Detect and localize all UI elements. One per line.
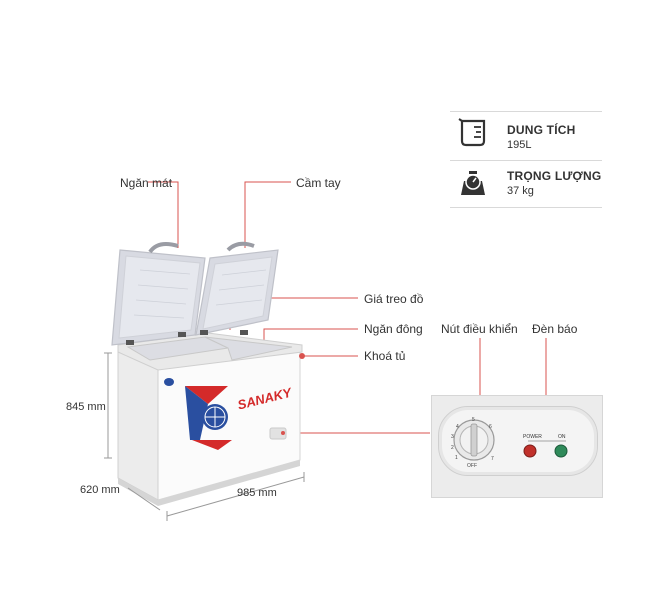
- callout-indicator-light: Đèn báo: [532, 322, 578, 336]
- knob-off-label: OFF: [467, 463, 477, 469]
- dimension-depth: 620 mm: [80, 484, 120, 496]
- control-panel-plate: [438, 406, 598, 476]
- spec-divider-mid: [450, 160, 602, 161]
- capacity-title: DUNG TÍCH: [507, 123, 576, 137]
- control-panel-inset: [431, 395, 603, 498]
- callout-cool-compartment: Ngăn mát: [120, 176, 173, 190]
- sanaky-logo-mark: [185, 386, 232, 450]
- callout-handle: Cầm tay: [296, 176, 341, 190]
- knob-number: 3: [451, 434, 454, 440]
- knob-number: 7: [491, 456, 494, 462]
- callout-control-knob: Nút điều khiển: [441, 322, 518, 336]
- power-label: POWER: [523, 434, 542, 440]
- callout-line-cool: [148, 181, 179, 248]
- callout-lock: Khoá tủ: [364, 349, 406, 363]
- dimension-height: 845 mm: [66, 401, 106, 413]
- callout-line-handle: [244, 181, 291, 248]
- knob-number: 6: [489, 424, 492, 430]
- callout-freezer-compartment: Ngăn đông: [364, 322, 423, 336]
- knob-number: 5: [472, 417, 475, 423]
- knob-number: 2: [451, 445, 454, 451]
- knob-number: 1: [455, 455, 458, 461]
- callout-hanging-rack: Giá treo đồ: [364, 292, 424, 306]
- capacity-value: 195L: [507, 139, 532, 151]
- dimension-width: 985 mm: [237, 487, 277, 499]
- weight-title: TRỌNG LƯỢNG: [507, 169, 602, 183]
- spec-divider-bottom: [450, 207, 602, 208]
- weight-value: 37 kg: [507, 185, 534, 197]
- knob-number: 4: [456, 424, 459, 430]
- on-label: ON: [558, 434, 566, 440]
- spec-divider-top: [450, 111, 602, 112]
